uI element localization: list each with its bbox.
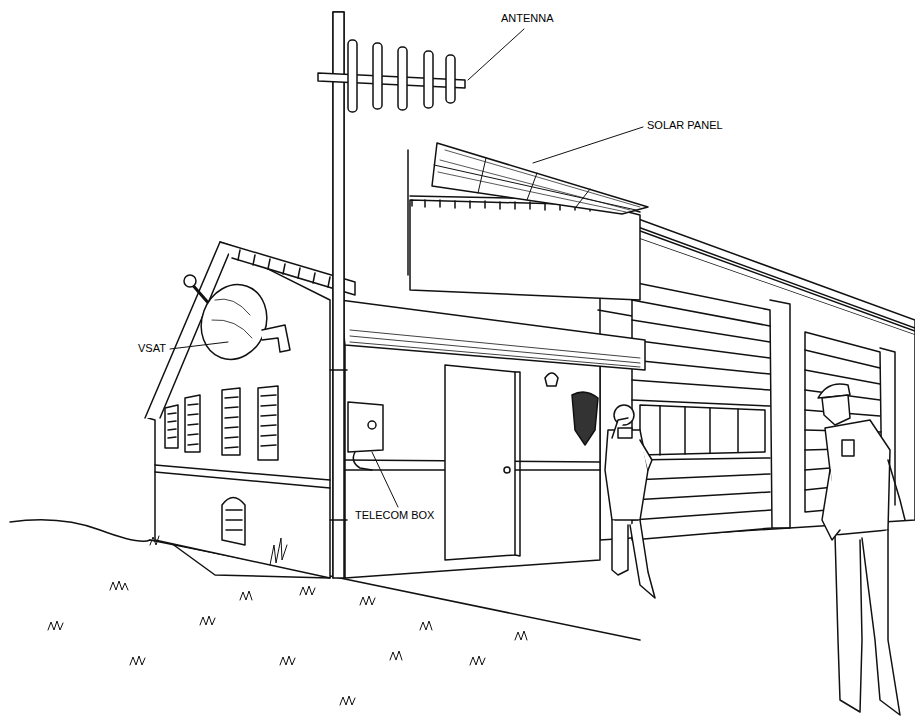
- vent-slats: [226, 510, 242, 530]
- door-frame: [515, 372, 520, 556]
- left-building: [148, 245, 330, 578]
- base-band: [155, 465, 330, 488]
- antenna-mast: [333, 12, 344, 578]
- upper-wall: [410, 200, 640, 300]
- person: [818, 384, 905, 715]
- window-mullions: [660, 406, 738, 455]
- antenna-element: [446, 55, 455, 103]
- antenna-element: [424, 51, 433, 108]
- garage-door: [632, 282, 772, 540]
- door-handle: [504, 467, 510, 473]
- antenna-mast: [333, 12, 344, 578]
- vsat-dish: [191, 275, 277, 368]
- roof-ticks: [238, 250, 330, 287]
- part-label: VSAT: [137, 342, 167, 355]
- antenna-element: [348, 40, 357, 112]
- mast-clamp: [330, 370, 347, 520]
- antenna-boom: [318, 73, 465, 88]
- canopy-hatching: [350, 330, 640, 367]
- door: [445, 365, 515, 560]
- canopy: [340, 300, 645, 370]
- dish-mount: [262, 325, 290, 352]
- dish-feed: [184, 275, 196, 287]
- dish-shading: [212, 299, 252, 338]
- solar-panel: [432, 143, 648, 214]
- panel-hatching: [438, 150, 640, 212]
- antenna-element: [398, 47, 407, 110]
- person: [605, 405, 655, 598]
- ground-line: [10, 520, 150, 541]
- wall-lamp: [545, 373, 558, 386]
- emblem: [572, 392, 598, 445]
- part-label: TELECOM BOX: [354, 509, 435, 522]
- leader-lines: [170, 29, 643, 507]
- conduit: [353, 452, 372, 470]
- louvered-windows: [165, 386, 278, 460]
- telecom-box: [348, 402, 383, 452]
- door-window: [640, 405, 765, 455]
- garage-wall: [600, 225, 915, 540]
- panel-grid: [434, 158, 636, 210]
- box-lock: [368, 421, 376, 429]
- door-frame: [770, 300, 790, 528]
- door-slats: [632, 300, 771, 520]
- grass-tufts: [48, 536, 527, 705]
- vent: [222, 498, 245, 546]
- part-label: SOLAR PANEL: [646, 119, 724, 132]
- part-label: ANTENNA: [500, 12, 555, 25]
- rod-antenna: [407, 150, 409, 275]
- antenna-element: [373, 43, 382, 109]
